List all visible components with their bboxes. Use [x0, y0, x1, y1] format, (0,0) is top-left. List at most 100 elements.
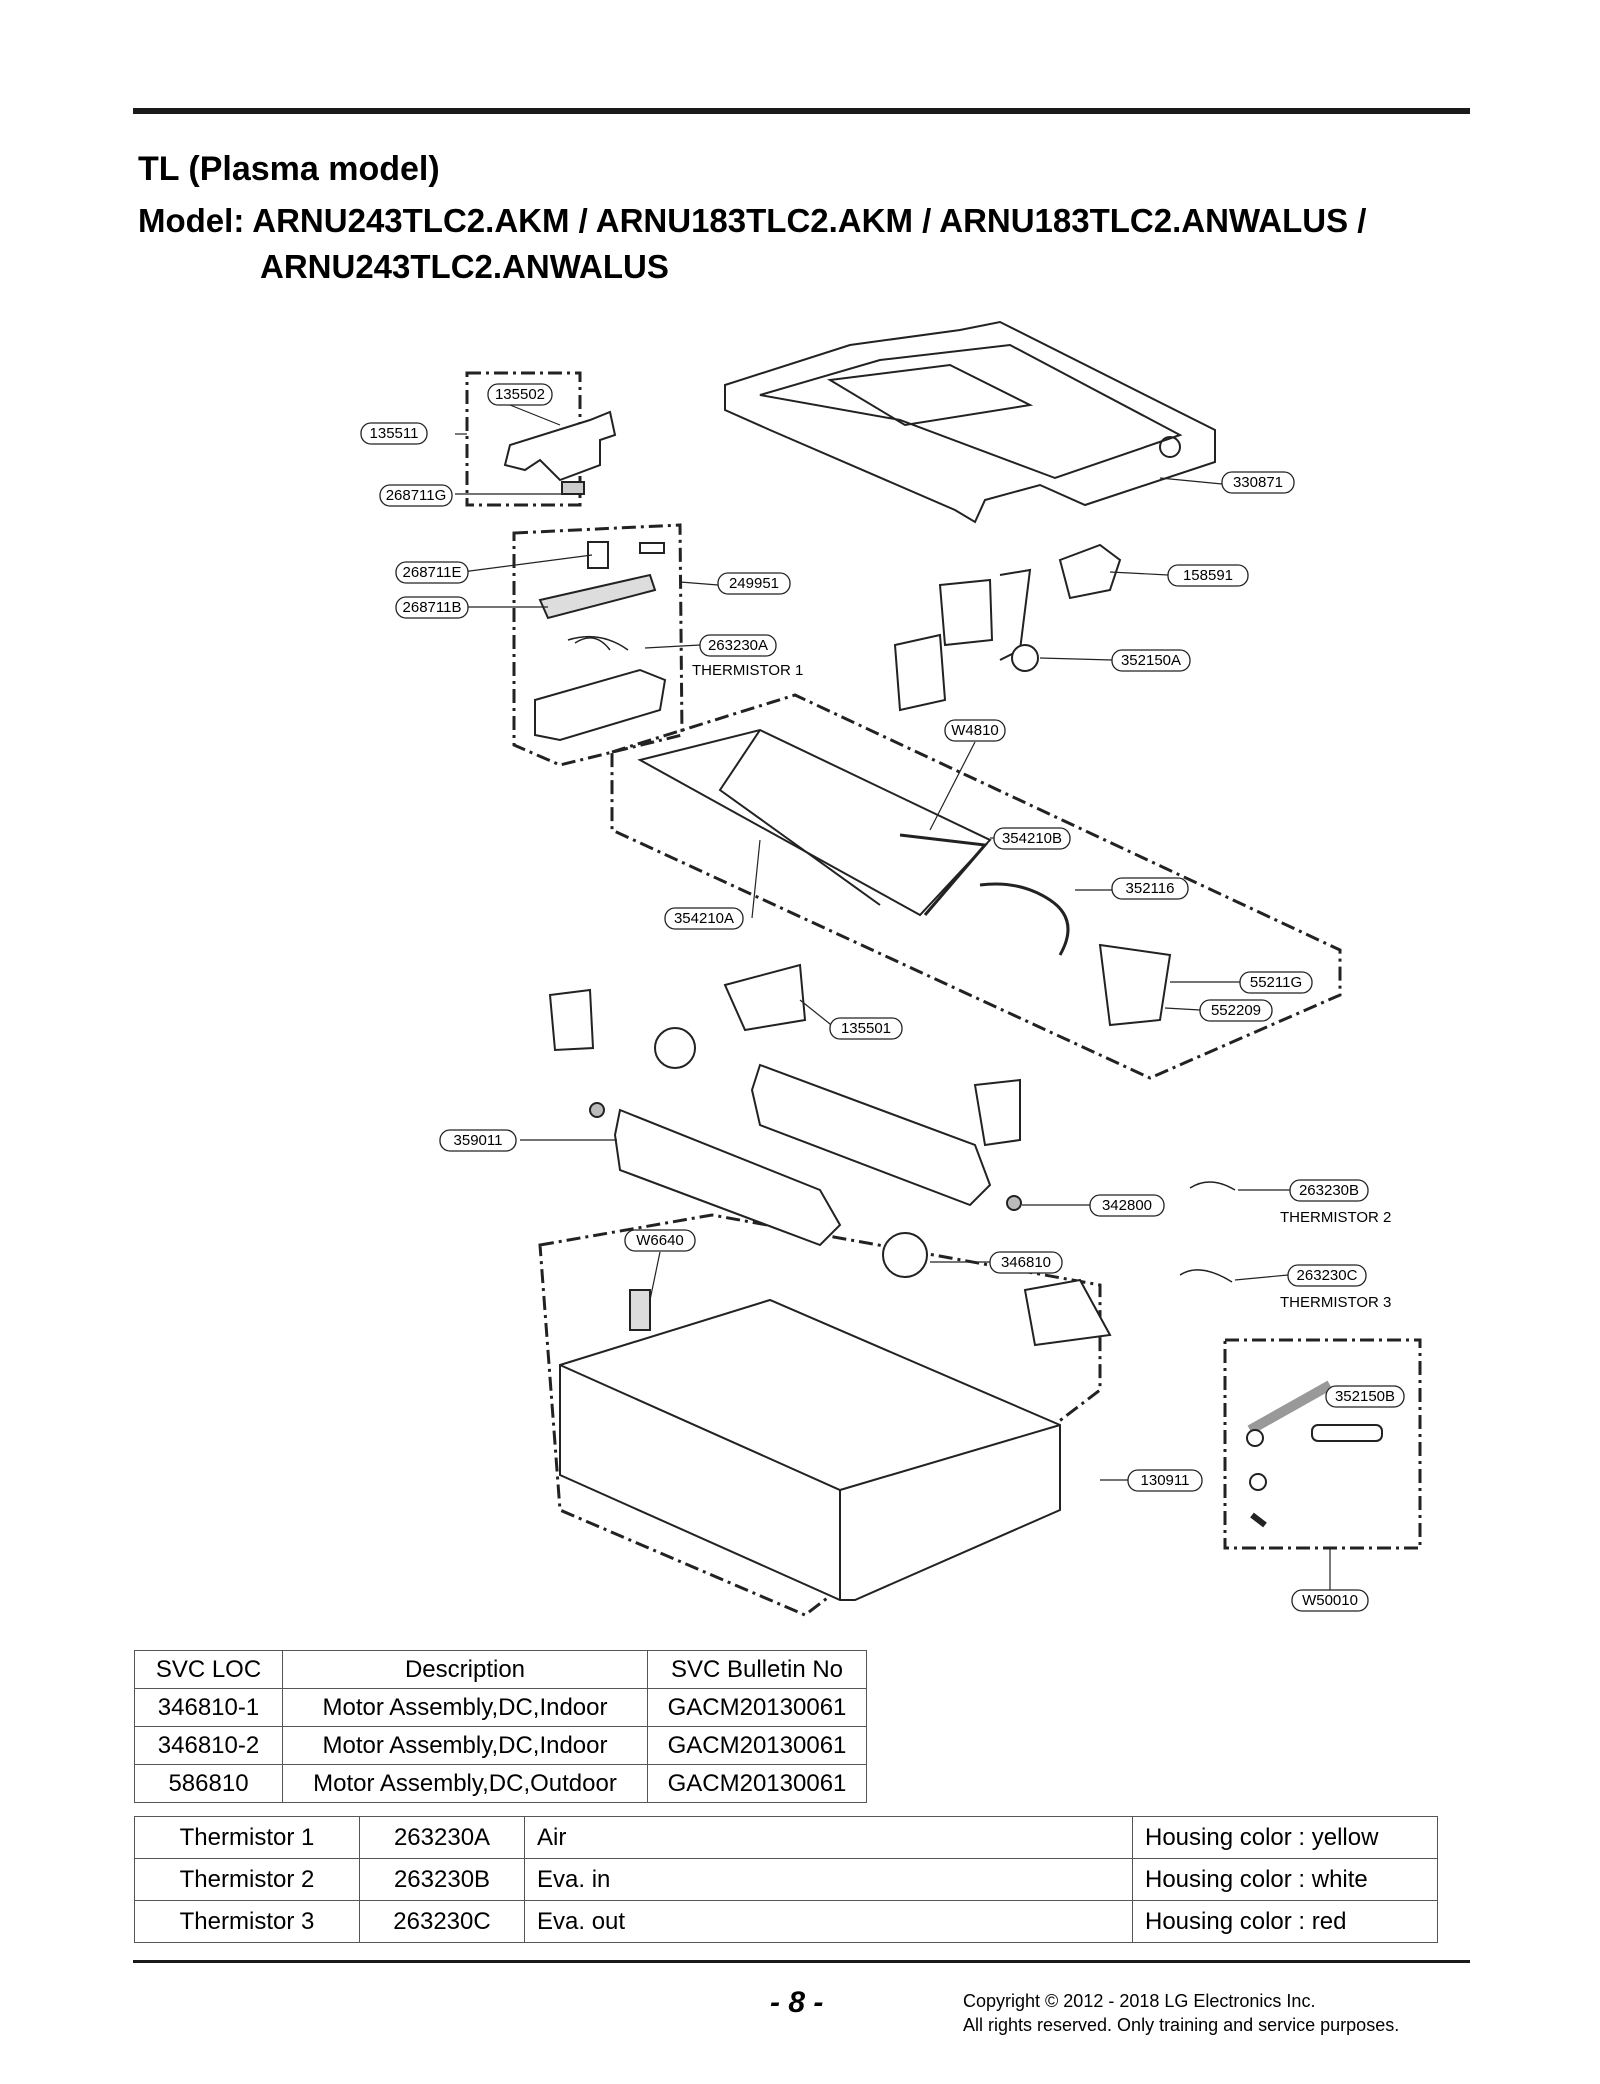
callout-268711E: 268711E	[395, 561, 469, 584]
page-number: - 8 -	[770, 1986, 824, 2019]
svg-text:552209: 552209	[1211, 1002, 1261, 1019]
callout-552209: 552209	[1199, 999, 1273, 1022]
svc-header-bulletin: SVC Bulletin No	[647, 1650, 867, 1689]
label-thermistor-3: THERMISTOR 3	[1280, 1294, 1391, 1311]
group-box-sensor-bracket	[465, 371, 582, 507]
control-cover-part	[938, 578, 994, 647]
thermistor-location: Eva. out	[524, 1900, 1133, 1943]
group-box-cabinet	[538, 1213, 1102, 1617]
copyright: Copyright © 2012 - 2018 LG Electronics I…	[963, 1989, 1399, 2037]
label-thermistor-2: THERMISTOR 2	[1280, 1209, 1391, 1226]
svg-text:W50010: W50010	[1302, 1592, 1358, 1609]
svg-text:268711B: 268711B	[403, 599, 462, 616]
callout-W4810: W4810	[944, 719, 1006, 742]
callout-249951: 249951	[717, 572, 791, 595]
svg-text:354210B: 354210B	[1002, 830, 1062, 847]
callout-55211G: 55211G	[1239, 971, 1313, 994]
svc-table: SVC LOC Description SVC Bulletin No 3468…	[134, 1650, 867, 1803]
callout-352116: 352116	[1111, 877, 1189, 900]
table-row: 346810-2 Motor Assembly,DC,Indoor GACM20…	[134, 1726, 867, 1765]
thermistor-part-no: 263230B	[359, 1858, 525, 1901]
svg-text:352150B: 352150B	[1335, 1388, 1395, 1405]
svg-text:135501: 135501	[841, 1020, 891, 1037]
top-frame-part	[724, 320, 1216, 524]
callout-354210A: 354210A	[664, 907, 744, 930]
callout-346810: 346810	[989, 1251, 1063, 1274]
callout-W6640: W6640	[624, 1229, 696, 1252]
copyright-line-1: Copyright © 2012 - 2018 LG Electronics I…	[963, 1991, 1316, 2011]
table-row: Thermistor 3 263230C Eva. out Housing co…	[134, 1900, 1438, 1943]
svc-cell: Motor Assembly,DC,Outdoor	[282, 1764, 648, 1803]
thermistor-name: Thermistor 2	[134, 1858, 360, 1901]
svg-text:263230A: 263230A	[708, 637, 768, 654]
group-box-accessories	[1223, 1338, 1422, 1550]
bottom-rule	[133, 1960, 1470, 1963]
model-line-1: Model: ARNU243TLC2.AKM / ARNU183TLC2.AKM…	[138, 202, 1367, 239]
svc-cell: 586810	[134, 1764, 283, 1803]
svg-text:W6640: W6640	[636, 1232, 684, 1249]
svg-text:268711G: 268711G	[386, 487, 447, 504]
callout-263230A: 263230A	[699, 634, 777, 657]
svg-text:352116: 352116	[1126, 880, 1175, 897]
thermistor-name: Thermistor 1	[134, 1816, 360, 1859]
callout-135502: 135502	[487, 383, 553, 406]
callout-268711B: 268711B	[395, 596, 469, 619]
thermistor-housing-color: Housing color : white	[1132, 1858, 1438, 1901]
svc-cell: GACM20130061	[647, 1726, 867, 1765]
svc-header-loc: SVC LOC	[134, 1650, 283, 1689]
svg-text:359011: 359011	[454, 1132, 503, 1149]
callout-352150A: 352150A	[1111, 649, 1191, 672]
model-line-2: ARNU243TLC2.ANWALUS	[260, 248, 669, 285]
svc-cell: GACM20130061	[647, 1688, 867, 1727]
svg-text:55211G: 55211G	[1250, 974, 1302, 991]
svc-cell: GACM20130061	[647, 1764, 867, 1803]
thermistor-location: Air	[524, 1816, 1133, 1859]
thermistor-housing-color: Housing color : yellow	[1132, 1816, 1438, 1859]
svc-cell: Motor Assembly,DC,Indoor	[282, 1726, 648, 1765]
copyright-line-2: All rights reserved. Only training and s…	[963, 2015, 1400, 2035]
thermistor-table: Thermistor 1 263230A Air Housing color :…	[134, 1816, 1438, 1943]
table-row: 346810-1 Motor Assembly,DC,Indoor GACM20…	[134, 1688, 867, 1727]
svg-text:354210A: 354210A	[674, 910, 734, 927]
table-row: Thermistor 2 263230B Eva. in Housing col…	[134, 1858, 1438, 1901]
svc-table-header: SVC LOC Description SVC Bulletin No	[134, 1650, 867, 1689]
fan-right-part	[750, 1063, 992, 1207]
callout-268711G: 268711G	[379, 484, 453, 507]
heat-exchanger-part	[637, 728, 992, 917]
callout-342800: 342800	[1089, 1194, 1165, 1217]
callout-263230C: 263230C	[1287, 1264, 1367, 1287]
svg-text:330871: 330871	[1233, 474, 1283, 491]
svc-cell: 346810-2	[134, 1726, 283, 1765]
svg-text:268711E: 268711E	[403, 564, 462, 581]
svg-text:135511: 135511	[370, 425, 419, 442]
fan-left-part	[613, 1108, 842, 1247]
section-title: TL (Plasma model)	[138, 150, 440, 188]
callout-135511: 135511	[360, 422, 428, 445]
thermistor-housing-color: Housing color : red	[1132, 1900, 1438, 1943]
callout-W50010: W50010	[1291, 1589, 1369, 1612]
callout-130911: 130911	[1127, 1469, 1203, 1492]
svg-text:346810: 346810	[1001, 1254, 1051, 1271]
svg-text:W4810: W4810	[951, 722, 999, 739]
callout-263230B: 263230B	[1289, 1179, 1369, 1202]
svg-text:249951: 249951	[729, 575, 779, 592]
bracket-part	[503, 410, 617, 482]
callout-354210B: 354210B	[993, 827, 1071, 850]
thermistor-name: Thermistor 3	[134, 1900, 360, 1943]
svg-text:135502: 135502	[495, 386, 545, 403]
svg-text:352150A: 352150A	[1121, 652, 1181, 669]
table-row: Thermistor 1 263230A Air Housing color :…	[134, 1816, 1438, 1859]
exploded-parts-diagram: 135502 135511 268711G 330871 268711E 249…	[360, 320, 1422, 1617]
svc-cell: 346810-1	[134, 1688, 283, 1727]
svc-header-description: Description	[282, 1650, 648, 1689]
thermistor-location: Eva. in	[524, 1858, 1133, 1901]
svc-cell: Motor Assembly,DC,Indoor	[282, 1688, 648, 1727]
callout-330871: 330871	[1221, 471, 1295, 494]
table-row: 586810 Motor Assembly,DC,Outdoor GACM201…	[134, 1764, 867, 1803]
callout-359011: 359011	[439, 1129, 517, 1152]
valve-part	[1058, 543, 1122, 600]
cabinet-part	[559, 1298, 1061, 1601]
svg-text:342800: 342800	[1102, 1197, 1152, 1214]
label-thermistor-1: THERMISTOR 1	[692, 662, 803, 679]
svg-text:158591: 158591	[1183, 567, 1233, 584]
